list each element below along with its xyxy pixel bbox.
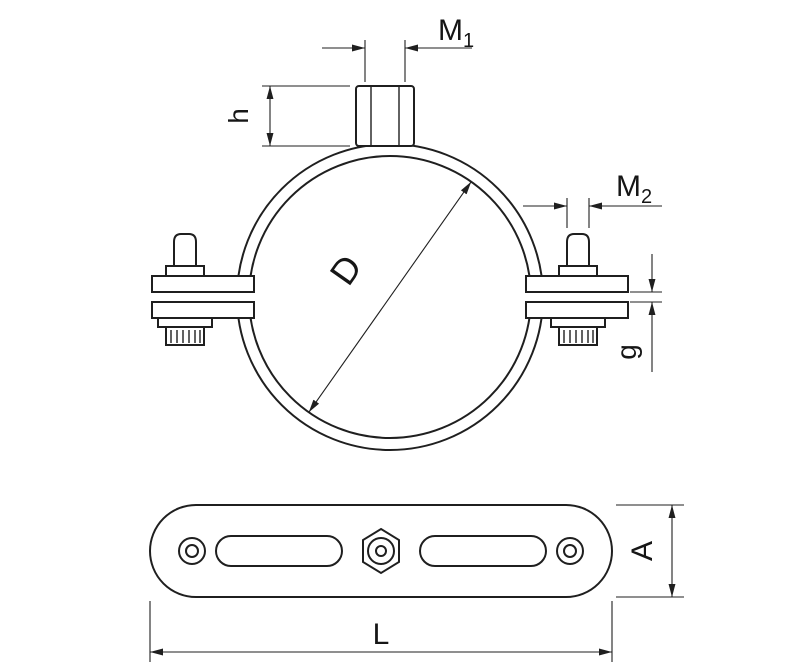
left-hole-inner <box>185 544 199 558</box>
left-collar <box>165 265 205 277</box>
dim-m1: M1 <box>322 14 474 82</box>
dim-l: L <box>149 601 613 662</box>
right-lower-flange <box>525 301 629 319</box>
dim-a: A <box>616 504 684 598</box>
dim-g-extension-lines <box>630 291 662 303</box>
bottom-view: A L <box>149 504 684 662</box>
dim-m1-extension-lines <box>364 40 406 82</box>
right-bolt-assembly <box>525 233 629 346</box>
dim-m2-label: M2 <box>616 170 652 208</box>
dim-l-label: L <box>373 618 390 651</box>
right-hole-outer <box>556 537 584 565</box>
left-slot <box>215 535 343 567</box>
dim-h: h <box>223 85 350 147</box>
left-upper-flange <box>151 275 255 293</box>
right-hole <box>556 537 584 565</box>
center-hex-washer-circle <box>367 537 395 565</box>
dim-h-label: h <box>223 108 254 124</box>
center-hex-outline <box>362 527 400 575</box>
band-split-patch-right <box>526 290 548 304</box>
right-washer <box>550 317 606 328</box>
dim-d-label: D <box>322 247 370 292</box>
dim-h-extension-lines <box>262 85 350 147</box>
dim-g: g <box>611 254 662 372</box>
band-split-patch-left <box>234 290 256 304</box>
left-washer <box>157 317 213 328</box>
dim-g-label: g <box>611 344 642 360</box>
dim-a-label: A <box>626 541 659 561</box>
dim-m1-label: M1 <box>438 14 474 52</box>
dim-d: D <box>308 181 472 413</box>
right-slot <box>419 535 547 567</box>
left-hole <box>178 537 206 565</box>
nut-body <box>355 85 415 147</box>
left-bolt-assembly <box>151 233 255 346</box>
nut-facet-lines <box>370 87 400 145</box>
right-upper-flange <box>525 275 629 293</box>
right-hole-inner <box>563 544 577 558</box>
clamp-band <box>234 143 548 451</box>
center-hex-nut <box>362 527 400 575</box>
left-hole-outer <box>178 537 206 565</box>
right-serration-lines <box>563 330 594 343</box>
right-collar <box>558 265 598 277</box>
center-hex-bore <box>375 545 387 557</box>
dim-m2-extension-lines <box>566 198 590 228</box>
dim-m2: M2 <box>523 170 662 228</box>
left-lower-flange <box>151 301 255 319</box>
front-view: M1 h D M2 g <box>151 14 662 451</box>
left-serration-lines <box>170 330 201 343</box>
dim-d-arrow <box>308 181 472 413</box>
top-hex-nut <box>355 85 415 147</box>
